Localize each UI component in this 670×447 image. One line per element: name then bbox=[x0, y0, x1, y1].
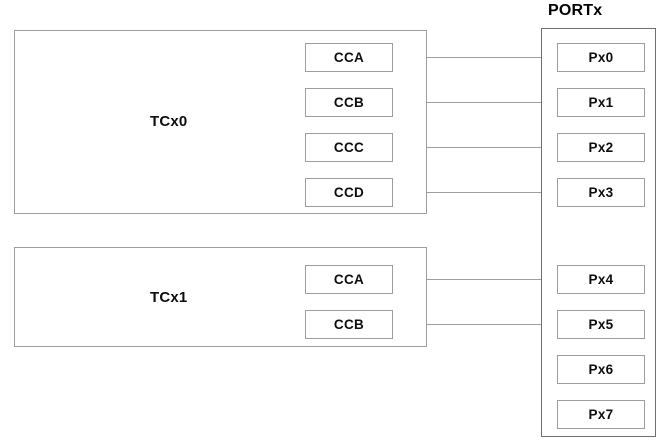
port-pin-px2: Px2 bbox=[557, 133, 645, 162]
cc-box-tcx1-ccb: CCB bbox=[305, 310, 393, 339]
cc-box-tcx0-ccc: CCC bbox=[305, 133, 393, 162]
cc-box-tcx0-ccb: CCB bbox=[305, 88, 393, 117]
cc-box-tcx0-ccd: CCD bbox=[305, 178, 393, 207]
port-pin-px5: Px5 bbox=[557, 310, 645, 339]
cc-box-tcx0-cca: CCA bbox=[305, 43, 393, 72]
port-pin-px3: Px3 bbox=[557, 178, 645, 207]
port-pin-px1: Px1 bbox=[557, 88, 645, 117]
tc-block-label-tcx1: TCx1 bbox=[150, 289, 188, 306]
port-pin-px4: Px4 bbox=[557, 265, 645, 294]
port-pin-px7: Px7 bbox=[557, 400, 645, 429]
port-pin-px6: Px6 bbox=[557, 355, 645, 384]
cc-box-tcx1-cca: CCA bbox=[305, 265, 393, 294]
port-block-title: PORTx bbox=[548, 2, 603, 19]
tc-block-label-tcx0: TCx0 bbox=[150, 113, 188, 130]
port-pin-px0: Px0 bbox=[557, 43, 645, 72]
